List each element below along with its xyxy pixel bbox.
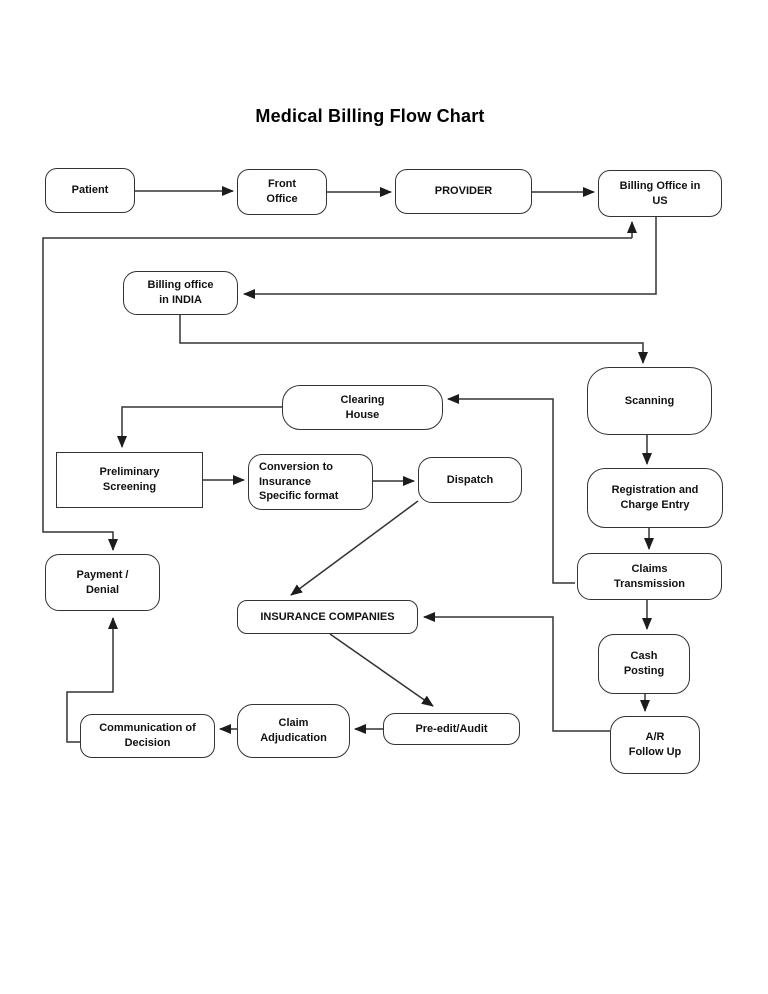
node-label: Billing office in INDIA	[147, 279, 214, 306]
node-claim-adjudication: Claim Adjudication	[237, 704, 350, 758]
edge-insurance-companies-pre-edit	[329, 633, 434, 707]
node-payment-denial: Payment / Denial	[45, 554, 160, 611]
edge-ar-follow-up-insurance-companies	[423, 612, 610, 732]
node-label: Front Office	[266, 178, 298, 205]
node-ar-follow-up: A/R Follow Up	[610, 716, 700, 774]
node-label: PROVIDER	[434, 185, 493, 198]
node-patient: Patient	[45, 168, 135, 213]
node-communication-of-decision: Communication of Decision	[80, 714, 215, 758]
node-label: Communication of Decision	[99, 722, 196, 749]
node-billing-office-us: Billing Office in US	[598, 170, 722, 217]
edge-claims-transmission-clearing-house	[447, 394, 575, 584]
node-label: Patient	[71, 184, 109, 197]
node-label: Scanning	[624, 394, 675, 407]
node-registration-and-charge-entry: Registration and Charge Entry	[587, 468, 723, 528]
node-provider: PROVIDER	[395, 169, 532, 214]
node-label: Billing Office in US	[619, 179, 701, 207]
edge-billing-us-billing-india	[243, 217, 657, 299]
node-label: Preliminary Screening	[99, 466, 160, 493]
node-clearing-house: Clearing House	[282, 385, 443, 430]
node-label: Dispatch	[446, 473, 494, 486]
edge-clearing-house-preliminary-screening	[117, 406, 282, 448]
node-label: Payment / Denial	[76, 568, 129, 596]
node-label: Clearing House	[340, 393, 385, 421]
edge-loop-to-payment-denial	[42, 237, 632, 551]
node-label: Claims Transmission	[614, 562, 685, 590]
node-dispatch: Dispatch	[418, 457, 522, 503]
node-conversion-to-insurance-specific-format: Conversion to Insurance Specific format	[248, 454, 373, 510]
node-pre-edit-audit: Pre-edit/Audit	[383, 713, 520, 745]
edge-billing-india-scanning	[179, 315, 648, 364]
node-billing-office-india: Billing office in INDIA	[123, 271, 238, 315]
node-claims-transmission: Claims Transmission	[577, 553, 722, 600]
node-label: Conversion to Insurance Specific format	[259, 461, 339, 503]
edge-dispatch-insurance-companies	[290, 500, 419, 596]
node-insurance-companies: INSURANCE COMPANIES	[237, 600, 418, 634]
edge-communication-payment-denial	[66, 617, 118, 743]
node-label: INSURANCE COMPANIES	[260, 610, 395, 623]
node-label: Pre-edit/Audit	[415, 722, 488, 735]
node-front-office: Front Office	[237, 169, 327, 215]
node-cash-posting: Cash Posting	[598, 634, 690, 694]
page-title: Medical Billing Flow Chart	[255, 106, 485, 126]
node-label: Claim Adjudication	[260, 717, 327, 744]
node-label: Registration and Charge Entry	[611, 484, 699, 511]
node-scanning: Scanning	[587, 367, 712, 435]
node-label: A/R Follow Up	[628, 731, 682, 758]
node-preliminary-screening: Preliminary Screening	[56, 452, 203, 508]
node-label: Cash Posting	[623, 650, 665, 677]
